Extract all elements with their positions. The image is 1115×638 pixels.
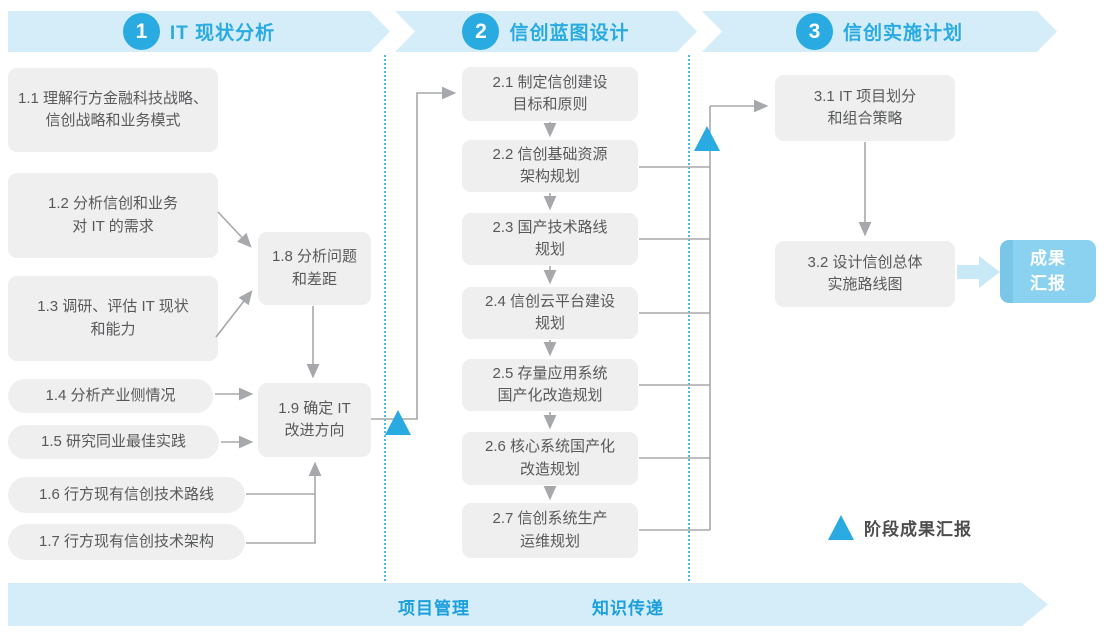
phase-title-1: IT 现状分析 [169, 23, 276, 44]
task-box-1-7: 1.7 行方现有信创技术架构 [8, 524, 245, 560]
footer-label-project-management: 项目管理 [398, 599, 470, 618]
task-box-1-6: 1.6 行方现有信创技术路线 [8, 477, 245, 513]
phase-banner-2: 2 信创蓝图设计 [395, 11, 697, 52]
phase-banner-3: 3 信创实施计划 [702, 11, 1057, 52]
footer-label-knowledge-transfer: 知识传递 [592, 599, 664, 618]
task-box-1-1: 1.1 理解行方金融科技战略、 信创战略和业务模式 [8, 68, 218, 152]
task-box-1-2: 1.2 分析信创和业务 对 IT 的需求 [8, 173, 218, 258]
connector-1-2-to-1-8 [217, 211, 252, 248]
phase2-report-triangle-icon [694, 126, 720, 151]
phase-number-badge-1: 1 [123, 13, 160, 50]
task-box-1-5: 1.5 研究同业最佳实践 [8, 425, 219, 459]
task-box-2-1: 2.1 制定信创建设 目标和原则 [462, 67, 638, 121]
footer-banner [8, 583, 1048, 626]
task-box-2-6: 2.6 核心系统国产化 改造规划 [462, 432, 638, 485]
legend-triangle-icon [828, 515, 854, 540]
phase-separator-2 [688, 55, 690, 585]
task-box-3-2: 3.2 设计信创总体 实施路线图 [775, 241, 955, 307]
task-box-3-1: 3.1 IT 项目划分 和组合策略 [775, 75, 955, 141]
task-box-1-3: 1.3 调研、评估 IT 现状 和能力 [8, 276, 218, 361]
phase-banner-1: 1 IT 现状分析 [8, 11, 390, 52]
legend-label: 阶段成果汇报 [864, 520, 972, 539]
phase1-report-triangle-icon [385, 410, 411, 435]
legend: 阶段成果汇报 [828, 515, 972, 540]
task-box-2-5: 2.5 存量应用系统 国产化改造规划 [462, 359, 638, 411]
task-box-2-2: 2.2 信创基础资源 架构规划 [462, 140, 638, 192]
task-box-1-8: 1.8 分析问题 和差距 [258, 232, 371, 305]
phase-number-badge-2: 2 [462, 13, 499, 50]
task-box-1-9: 1.9 确定 IT 改进方向 [258, 383, 371, 457]
task-box-1-4: 1.4 分析产业侧情况 [8, 379, 213, 413]
task-box-2-3: 2.3 国产技术路线 规划 [462, 213, 638, 265]
phase-number-badge-3: 3 [796, 13, 833, 50]
result-report-box: 成果 汇报 [1000, 240, 1096, 303]
phase-separator-1 [384, 55, 386, 585]
task-box-2-4: 2.4 信创云平台建设 规划 [462, 287, 638, 339]
block-arrow-3-2-to-report [957, 256, 1000, 288]
connector-1-3-to-1-8 [215, 290, 253, 338]
task-box-2-7: 2.7 信创系统生产 运维规划 [462, 503, 638, 558]
phase-title-3: 信创实施计划 [842, 23, 963, 44]
phase-title-2: 信创蓝图设计 [509, 23, 630, 44]
